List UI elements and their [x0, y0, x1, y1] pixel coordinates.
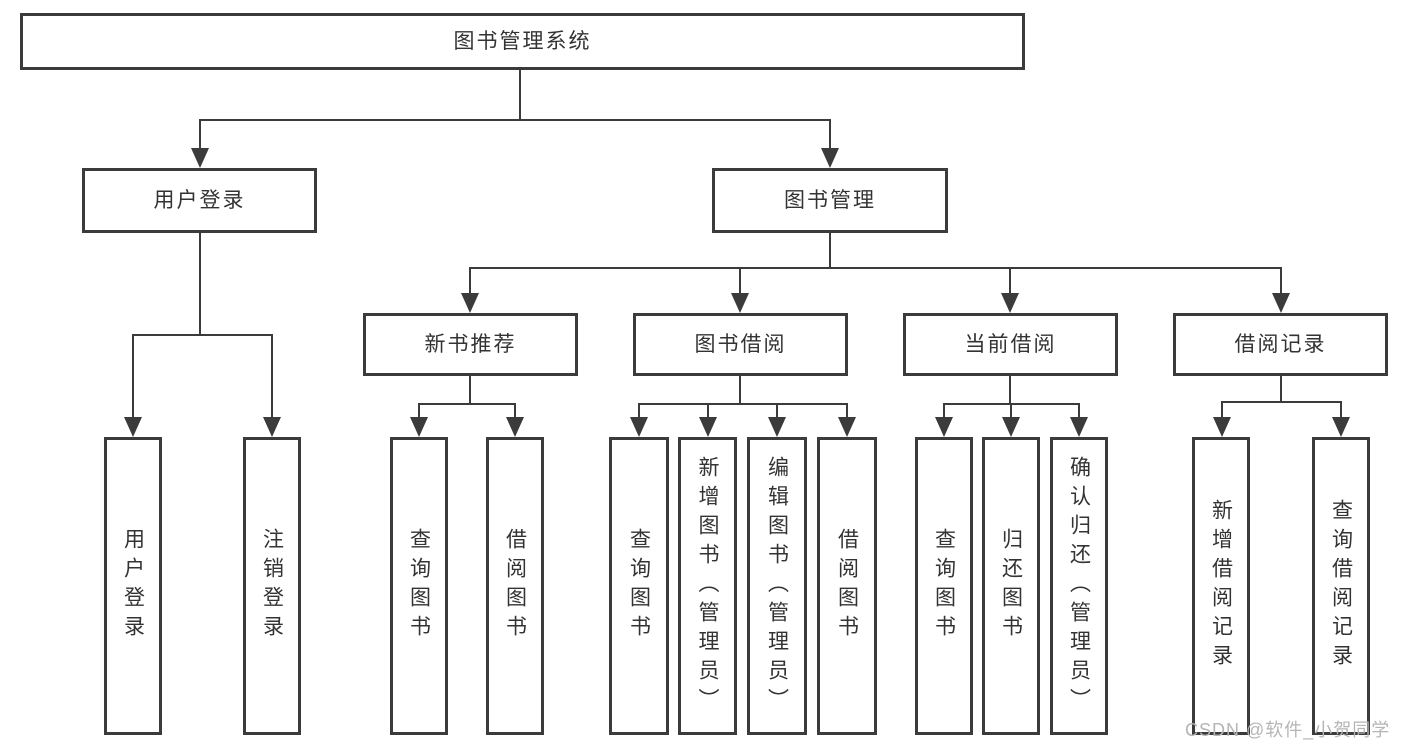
node-book-borrow-label: 图书借阅 — [694, 333, 787, 356]
leaf-bb-borrow-books-label: 借阅图书 — [835, 528, 859, 644]
leaf-br-query-record-label: 查询借阅记录 — [1329, 499, 1353, 673]
leaf-user-login-label: 用户登录 — [121, 528, 145, 644]
leaf-bb-edit-books-admin: 编辑图书（管理员） — [747, 437, 807, 735]
leaf-nbr-borrow-books-label: 借阅图书 — [503, 528, 527, 644]
leaf-cb-query-books-label: 查询图书 — [932, 528, 956, 644]
leaf-br-add-record-label: 新增借阅记录 — [1209, 499, 1233, 673]
node-borrow-record-label: 借阅记录 — [1234, 333, 1327, 356]
leaf-cb-return-books: 归还图书 — [982, 437, 1040, 735]
node-book-mgmt: 图书管理 — [712, 168, 948, 233]
node-root: 图书管理系统 — [20, 13, 1025, 70]
node-new-book-rec-label: 新书推荐 — [424, 333, 517, 356]
leaf-logout: 注销登录 — [243, 437, 301, 735]
node-book-mgmt-label: 图书管理 — [784, 189, 876, 212]
leaf-logout-label: 注销登录 — [260, 528, 284, 644]
leaf-user-login: 用户登录 — [104, 437, 162, 735]
connector-user-login-children — [124, 233, 281, 437]
leaf-bb-borrow-books: 借阅图书 — [817, 437, 877, 735]
node-current-borrow-label: 当前借阅 — [964, 333, 1057, 356]
connector-book-borrow-children — [630, 376, 856, 437]
csdn-watermark: CSDN @软件_小贺同学 — [1185, 720, 1391, 740]
leaf-bb-edit-books-admin-label: 编辑图书（管理员） — [765, 455, 789, 717]
node-book-borrow: 图书借阅 — [633, 313, 848, 376]
leaf-bb-query-books-label: 查询图书 — [627, 528, 651, 644]
leaf-br-query-record: 查询借阅记录 — [1312, 437, 1370, 735]
leaf-bb-add-books-admin: 新增图书（管理员） — [678, 437, 737, 735]
leaf-nbr-borrow-books: 借阅图书 — [486, 437, 544, 735]
node-current-borrow: 当前借阅 — [903, 313, 1118, 376]
connector-book-mgmt-children — [461, 233, 1290, 313]
leaf-bb-add-books-admin-label: 新增图书（管理员） — [696, 455, 719, 717]
node-user-login: 用户登录 — [82, 168, 317, 233]
leaf-cb-return-books-label: 归还图书 — [999, 528, 1023, 644]
connector-root-to-level2 — [191, 68, 839, 168]
node-new-book-rec: 新书推荐 — [363, 313, 578, 376]
node-user-login-label: 用户登录 — [153, 189, 246, 212]
leaf-bb-query-books: 查询图书 — [609, 437, 669, 735]
leaf-br-add-record: 新增借阅记录 — [1192, 437, 1250, 735]
leaf-cb-confirm-return-admin-label: 确认归还（管理员） — [1067, 455, 1091, 717]
leaf-nbr-query-books-label: 查询图书 — [407, 528, 431, 644]
node-root-label: 图书管理系统 — [453, 30, 592, 53]
connector-new-book-rec-children — [410, 376, 524, 437]
leaf-cb-query-books: 查询图书 — [915, 437, 973, 735]
leaf-cb-confirm-return-admin: 确认归还（管理员） — [1050, 437, 1108, 735]
leaf-nbr-query-books: 查询图书 — [390, 437, 448, 735]
node-borrow-record: 借阅记录 — [1173, 313, 1388, 376]
connector-current-borrow-children — [935, 376, 1088, 437]
connector-borrow-record-children — [1213, 376, 1350, 437]
